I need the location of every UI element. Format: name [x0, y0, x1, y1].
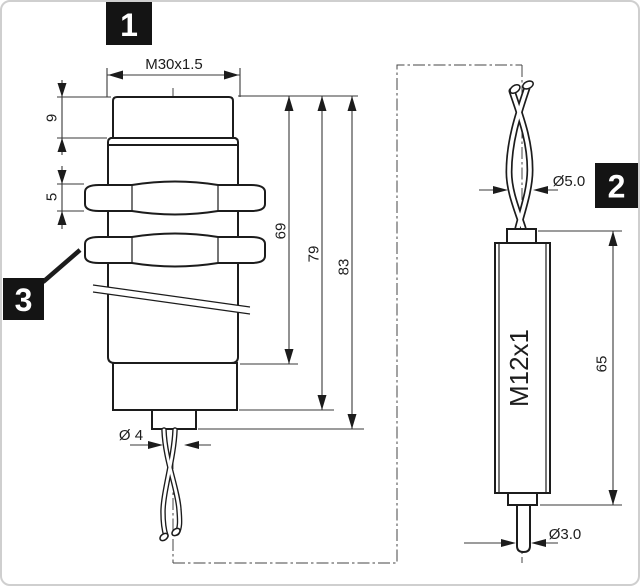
badge-1-number: 1	[120, 7, 138, 43]
dim-69: 69	[240, 96, 298, 365]
dim-83-label: 83	[336, 259, 353, 276]
dim-head-9: 9	[44, 80, 111, 155]
wire-end	[159, 532, 169, 542]
dim-79: 79	[239, 96, 334, 411]
sensor-cable	[159, 427, 183, 542]
wire-end	[522, 80, 534, 90]
dim-69-label: 69	[273, 223, 290, 240]
dim-thread-m30: M30x1.5	[106, 56, 241, 97]
dim-9-label: 9	[44, 114, 61, 122]
dimensions: M30x1.5 9 5 69 79	[44, 56, 622, 547]
cable-gland	[151, 409, 197, 430]
sensor-chamfer	[107, 137, 239, 146]
dim-cable-4: Ø 4	[119, 427, 211, 449]
dim-pin-3: Ø3.0	[464, 526, 581, 547]
hex-nut-2	[84, 232, 266, 268]
badge-3-number: 3	[15, 282, 33, 318]
connector-body-lines	[498, 243, 547, 493]
wire-end	[509, 83, 521, 95]
badge-2: 2	[595, 163, 638, 208]
sensor-housing	[112, 362, 238, 411]
dim-65: 65	[538, 230, 622, 506]
dim-79-label: 79	[306, 246, 323, 263]
wire-end	[171, 527, 181, 537]
sensor-figure	[84, 96, 266, 542]
sensor-head	[112, 96, 234, 139]
phantom-link-line	[173, 64, 522, 564]
thread-label-m30: M30x1.5	[145, 56, 203, 73]
badge-2-number: 2	[608, 169, 626, 205]
dim-5-label: 5	[44, 193, 61, 201]
connector-cable	[505, 80, 534, 232]
dim-cable5-label: Ø5.0	[553, 173, 586, 190]
break-mark	[92, 284, 251, 315]
dim-cable-5: Ø5.0	[479, 173, 585, 194]
dim-pin3-label: Ø3.0	[549, 526, 582, 543]
dim-65-label: 65	[594, 356, 611, 373]
hex-nut-1	[84, 180, 266, 216]
dim-83: 83	[198, 96, 364, 430]
badge-3: 3	[3, 248, 82, 320]
callout-badges: 1 2 3	[3, 2, 638, 320]
connector-thread-label: M12x1	[504, 329, 534, 407]
dim-nut-5: 5	[44, 166, 84, 229]
connector-cap	[506, 228, 537, 244]
connector-step	[507, 492, 538, 506]
connector-body	[494, 242, 551, 494]
badge-1: 1	[106, 2, 152, 45]
connector-pin	[516, 504, 531, 554]
dim-cable4-label: Ø 4	[119, 427, 143, 444]
badge-3-leader-line	[41, 248, 82, 284]
connector-figure: M12x1	[494, 80, 551, 554]
